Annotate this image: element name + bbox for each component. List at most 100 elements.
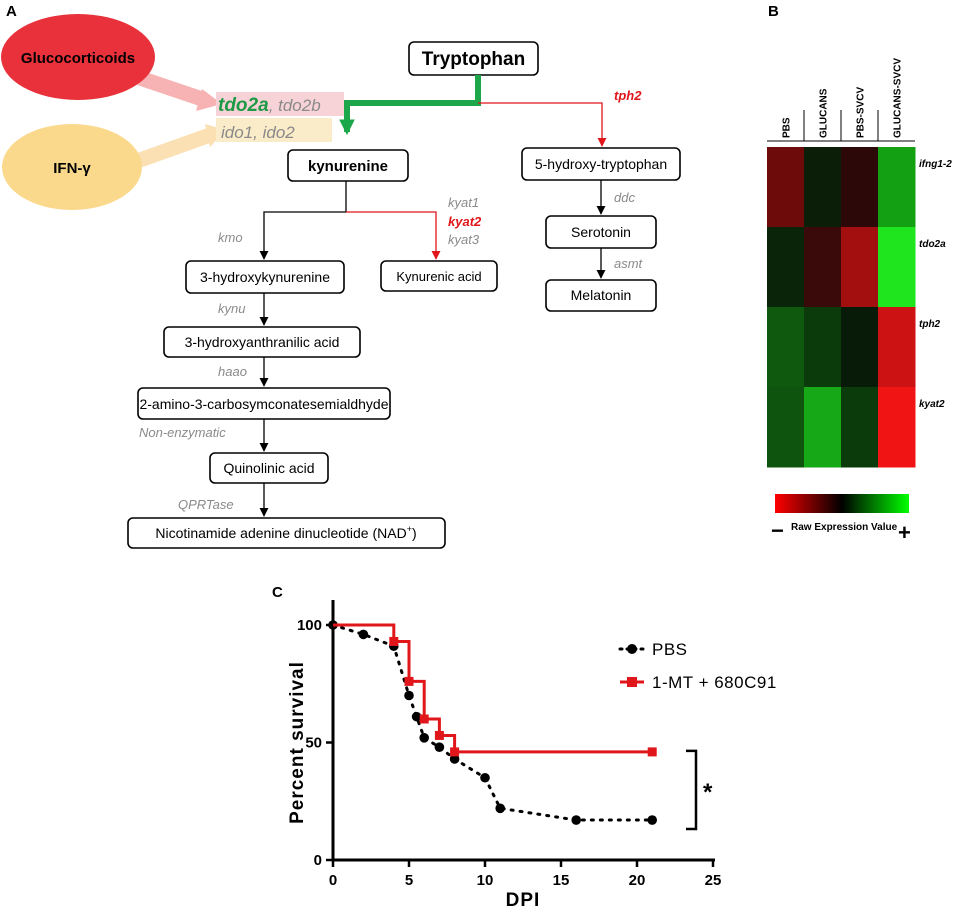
heatmap-cell-tdo2a-PBS bbox=[767, 227, 805, 308]
x-tick-label: 20 bbox=[629, 872, 646, 889]
hydroxyanthranilic-label: 3-hydroxyanthranilic acid bbox=[185, 334, 340, 350]
pbs-point bbox=[411, 711, 422, 722]
pbs-point bbox=[434, 742, 445, 752]
kmo-label: kmo bbox=[218, 230, 243, 245]
pbs-point bbox=[495, 803, 506, 814]
heatmap-cell-tph2-GLUCANS bbox=[804, 307, 842, 388]
kmo-arrow bbox=[259, 211, 346, 260]
ddc-label: ddc bbox=[614, 190, 635, 205]
nad-close: ) bbox=[412, 525, 417, 541]
heatmap-column-label: PBS bbox=[782, 117, 793, 138]
hydroxykynurenine-label: 3-hydroxykynurenine bbox=[200, 269, 330, 285]
heatmap-cell-tph2-PBS bbox=[767, 307, 805, 388]
y-axis-label: Percent survival bbox=[287, 661, 308, 824]
treatment-point bbox=[404, 676, 414, 686]
ido-highlight bbox=[216, 118, 332, 142]
melatonin-label: Melatonin bbox=[571, 287, 632, 303]
tdo-highlight bbox=[216, 92, 344, 116]
pbs-point bbox=[647, 815, 657, 825]
qprtase-label: QPRTase bbox=[178, 497, 234, 512]
heatmap-cell-ifng1-2-GLUCANS-SVCV bbox=[878, 147, 916, 228]
glucocorticoids-label: Glucocorticoids bbox=[21, 50, 135, 67]
heatmap-column-label: GLUCANS bbox=[819, 88, 830, 138]
kynu-label: kynu bbox=[218, 301, 245, 316]
nad-label: Nicotinamide adenine dinucleotide (NAD+) bbox=[155, 524, 416, 541]
panel-b-label: B bbox=[768, 3, 779, 20]
kyat1-label: kyat1 bbox=[448, 195, 479, 210]
nad-superscript: + bbox=[407, 524, 412, 534]
treatment-point bbox=[389, 636, 399, 646]
x-axis-label: DPI bbox=[506, 890, 541, 911]
pbs-point bbox=[419, 733, 430, 743]
quinolinic-label: Quinolinic acid bbox=[223, 460, 314, 476]
treatment-point bbox=[434, 730, 444, 740]
panel-a-label: A bbox=[6, 3, 17, 20]
pbs-point bbox=[571, 815, 581, 825]
heatmap-cell-tph2-GLUCANS-SVCV bbox=[878, 307, 916, 388]
panel-c-label: C bbox=[272, 584, 283, 601]
melatonin-box bbox=[545, 279, 657, 312]
kynurenine-label: kynurenine bbox=[308, 158, 388, 175]
tryptophan-to-kynurenine-arrow bbox=[339, 75, 481, 136]
pbs-series-line bbox=[331, 623, 654, 822]
heatmap-cell-kyat2-PBS-SVCV bbox=[841, 387, 879, 468]
pbs-point bbox=[449, 754, 460, 764]
quinolinic-box bbox=[209, 452, 329, 484]
pbs-point bbox=[404, 690, 414, 701]
ifng-label: IFN-γ bbox=[53, 160, 91, 177]
heatmap-cell-tdo2a-PBS-SVCV bbox=[841, 227, 879, 308]
heatmap-cell-kyat2-GLUCANS bbox=[804, 387, 842, 468]
x-tick-label: 0 bbox=[329, 872, 337, 889]
heatmap-column-label: GLUCANS-SVCV bbox=[893, 58, 904, 138]
nad-text: Nicotinamide adenine dinucleotide (NAD bbox=[155, 525, 406, 541]
scale-title: Raw Expression Value bbox=[791, 522, 898, 533]
heatmap-row-label: ifng1-2 bbox=[919, 159, 952, 170]
treatment-point bbox=[419, 714, 429, 724]
scale-minus: − bbox=[771, 518, 784, 543]
amino-label: 2-amino-3-carbosymconatesemialdhyde bbox=[139, 396, 388, 412]
tph2-arrow bbox=[478, 102, 607, 147]
heatmap-cell-ifng1-2-PBS bbox=[767, 147, 805, 228]
significance-bracket bbox=[686, 749, 698, 831]
ifng-arrow bbox=[137, 127, 213, 168]
tryptophan-label: Tryptophan bbox=[422, 49, 525, 70]
pbs-point bbox=[358, 629, 369, 640]
heatmap-cell-ifng1-2-PBS-SVCV bbox=[841, 147, 879, 228]
heatmap-cell-tdo2a-GLUCANS-SVCV bbox=[878, 227, 916, 308]
heatmap-row-label: kyat2 bbox=[919, 399, 945, 410]
kyat3-label: kyat3 bbox=[448, 232, 480, 247]
legend-treatment-marker bbox=[627, 677, 637, 687]
legend-treatment-label: 1-MT + 680C91 bbox=[652, 673, 777, 692]
legend-pbs-marker bbox=[627, 644, 637, 654]
hydroxykynurenine-box bbox=[185, 260, 345, 294]
kynurenic-acid-label: Kynurenic acid bbox=[396, 269, 481, 284]
glucocorticoid-arrow bbox=[137, 70, 208, 108]
tph2-label: tph2 bbox=[614, 88, 642, 103]
heatmap-cell-tdo2a-GLUCANS bbox=[804, 227, 842, 308]
hydroxytryptophan-label: 5-hydroxy-tryptophan bbox=[535, 156, 667, 172]
x-tick-label: 25 bbox=[705, 872, 722, 889]
heatmap-row-label: tph2 bbox=[919, 319, 941, 330]
y-tick-label: 0 bbox=[314, 852, 322, 869]
kynurenic-acid-box bbox=[380, 260, 498, 292]
asmt-label: asmt bbox=[614, 256, 644, 271]
tdo-genes-label: tdo2a, tdo2b bbox=[218, 95, 321, 116]
ifng-node bbox=[2, 124, 142, 210]
nad-box bbox=[127, 517, 446, 549]
glucocorticoids-node bbox=[1, 14, 155, 100]
heatmap-cell-kyat2-PBS bbox=[767, 387, 805, 468]
heatmap-cell-tph2-PBS-SVCV bbox=[841, 307, 879, 388]
treatment-series-line bbox=[333, 623, 653, 754]
heatmap-column-label: PBS-SVCV bbox=[856, 87, 867, 138]
hydroxyanthranilic-box bbox=[163, 326, 361, 358]
x-tick-label: 10 bbox=[477, 872, 494, 889]
treatment-point bbox=[450, 747, 460, 757]
kyat-arrow bbox=[346, 211, 441, 260]
scale-plus: + bbox=[898, 520, 911, 545]
tdo2a-label: tdo2a bbox=[218, 95, 269, 116]
heatmap-cell-kyat2-GLUCANS-SVCV bbox=[878, 387, 916, 468]
nonenzymatic-label: Non-enzymatic bbox=[139, 425, 226, 440]
ido-genes-label: ido1, ido2 bbox=[221, 123, 295, 142]
